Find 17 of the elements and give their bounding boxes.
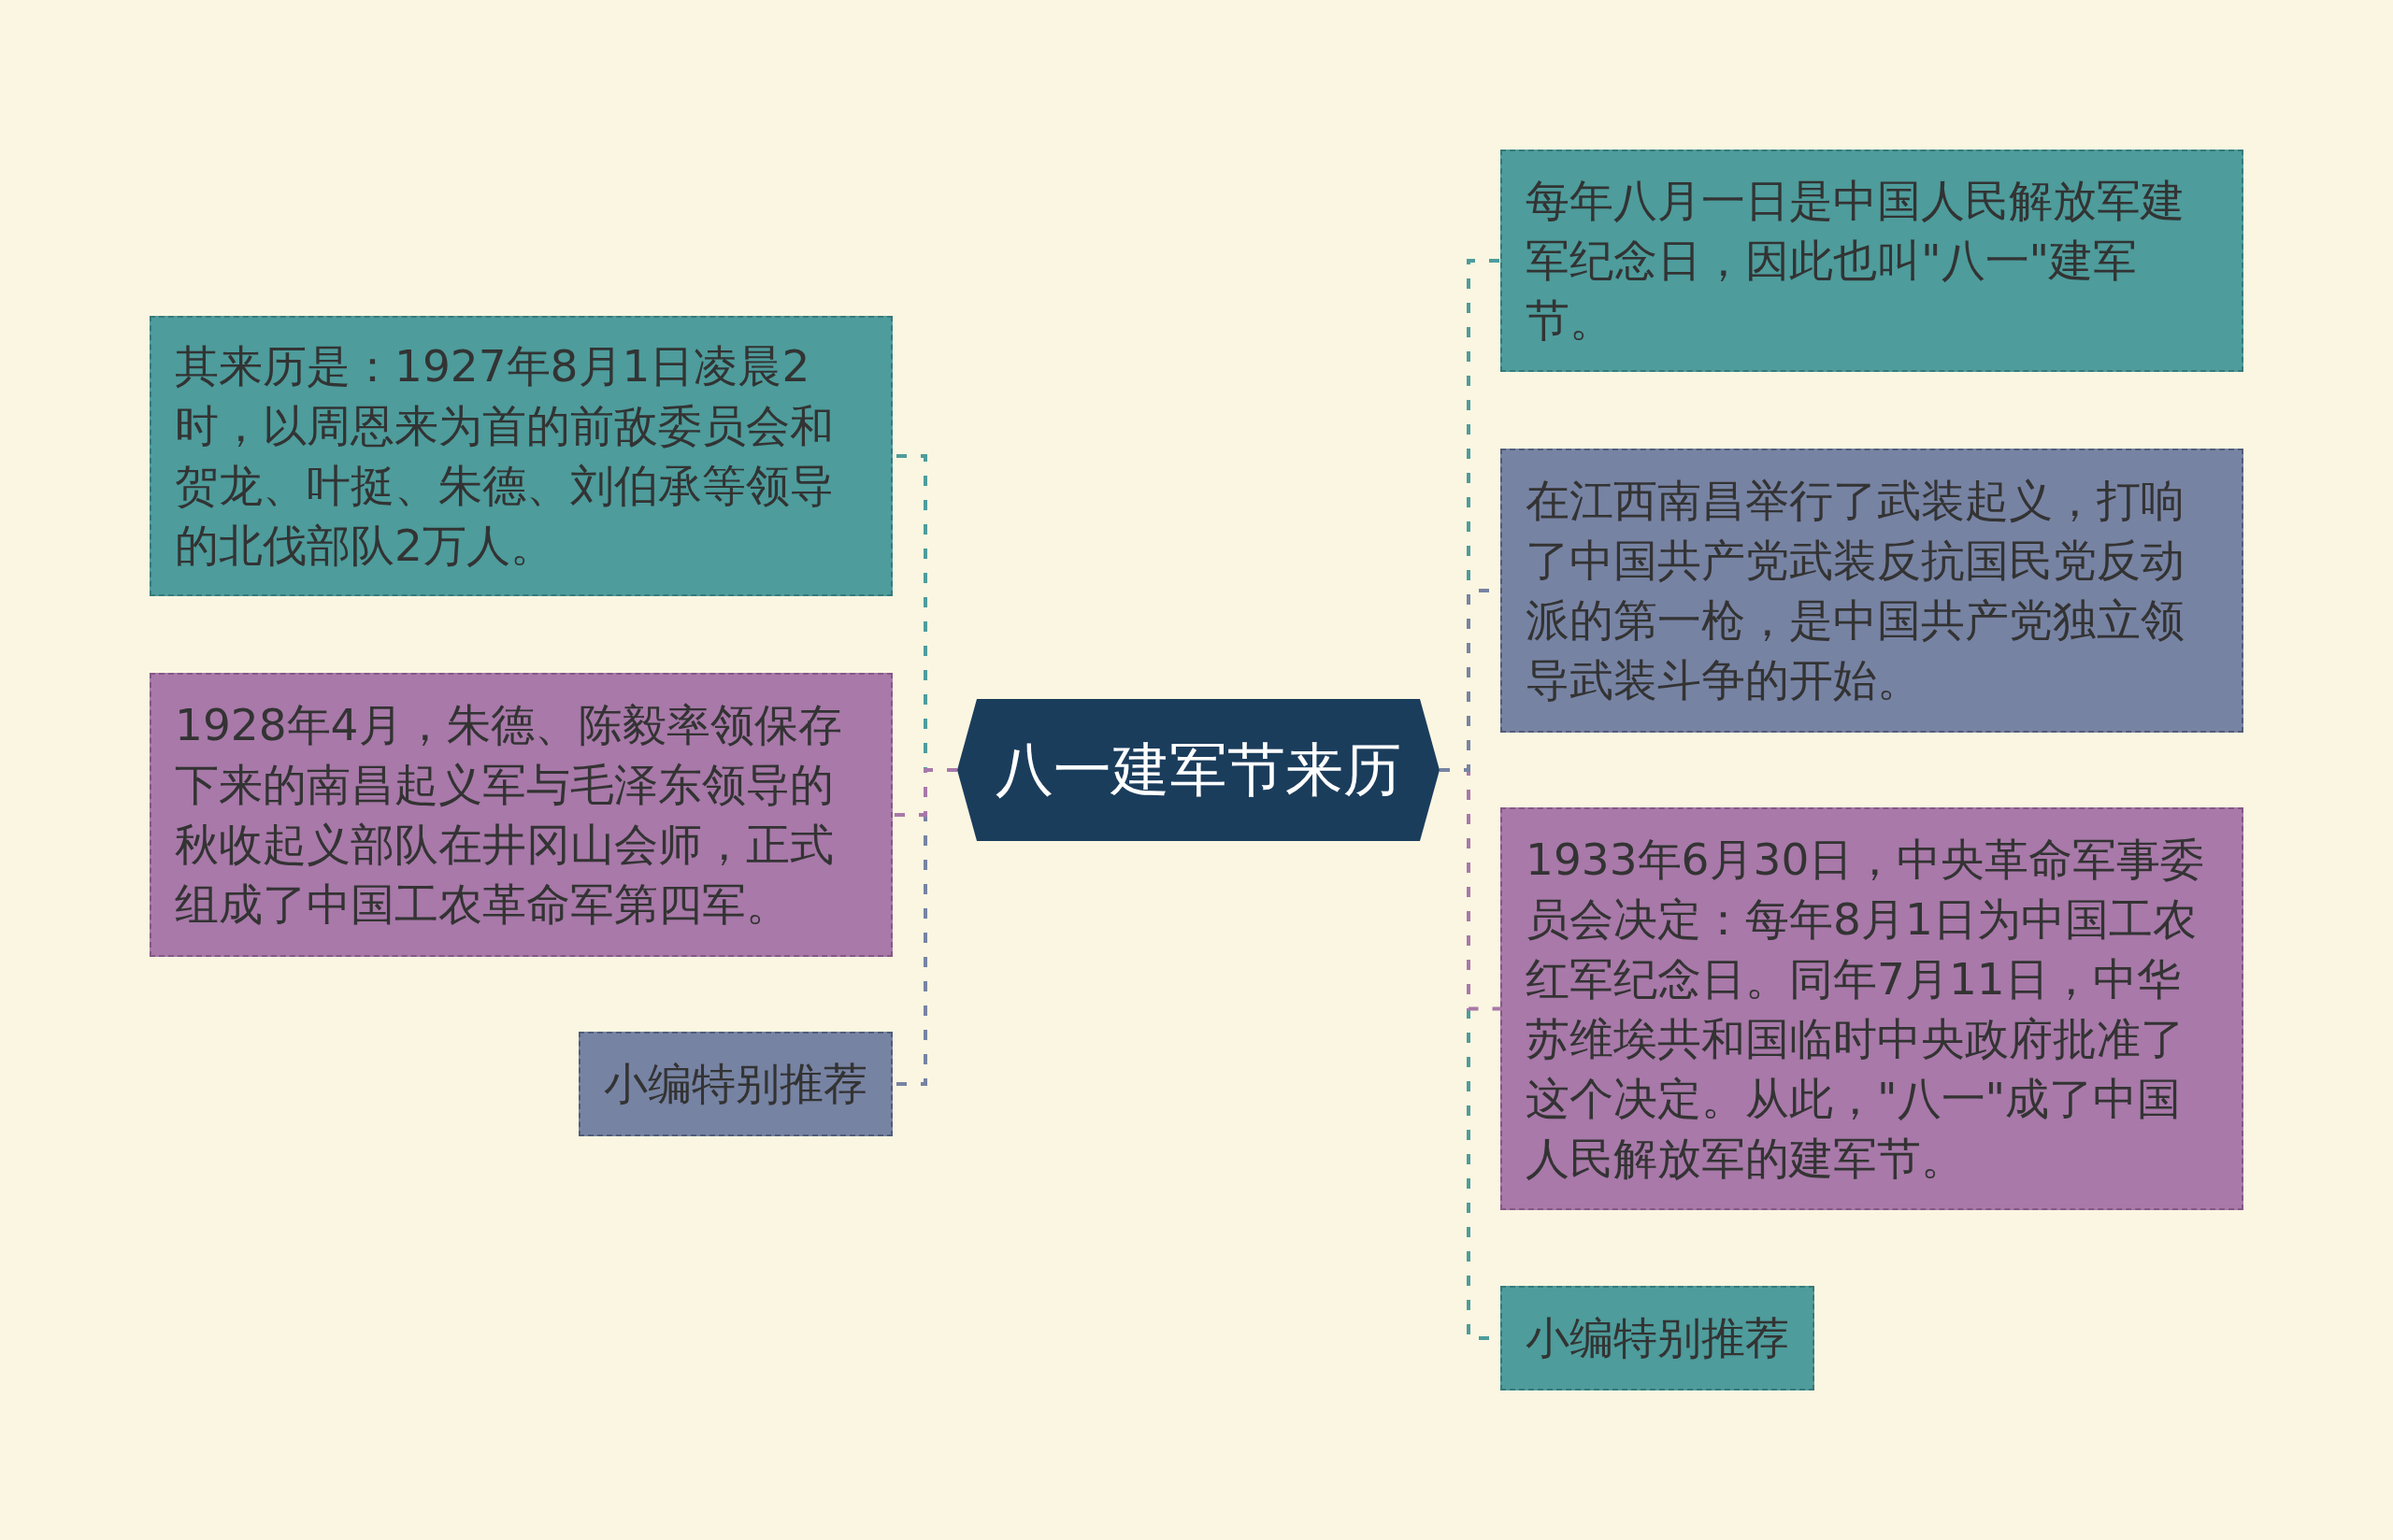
topic-card <box>1500 1286 1814 1390</box>
topic-text: 小编特别推荐 <box>604 1057 868 1111</box>
topic-text: 其来历是：1927年8月1日凌晨2时，以周恩来为首的前敌委员会和贺龙、叶挺、朱德、刘伯承等领导的北伐部队2万人。 <box>175 339 835 573</box>
topic-text: 1928年4月，朱德、陈毅率领保存下来的南昌起义军与毛泽东领导的秋收起义部队在井冈山会师，正式组成了中国工农革命军第四军。 <box>175 698 843 932</box>
topic-card <box>150 673 893 957</box>
connector-line <box>893 768 957 817</box>
topic-card <box>1500 807 2243 1210</box>
topic-text: 每年八月一日是中国人民解放军建军纪念日，因此也叫"八一"建军节。 <box>1526 174 2185 348</box>
hexagon-node <box>957 699 1440 841</box>
topic-card <box>579 1032 893 1136</box>
central-topic-text: 八一建军节来历 <box>995 734 1402 806</box>
topic-card <box>150 316 893 596</box>
topic-text: 1933年6月30日，中央革命军事委员会决定：每年8月1日为中国工农红军纪念日。同年7月11日，中华苏维埃共和国临时中央政府批准了这个决定。从此，"八一"成了中国人民解放军的建军节。 <box>1526 832 2206 1186</box>
topic-text: 在江西南昌举行了武装起义，打响了中国共产党武装反抗国民党反动派的第一枪，是中国共产党独立领导武装斗争的开始。 <box>1526 474 2185 707</box>
topic-card <box>1500 449 2243 733</box>
topic-text: 小编特别推荐 <box>1526 1311 1790 1365</box>
topic-card <box>1500 150 2243 372</box>
